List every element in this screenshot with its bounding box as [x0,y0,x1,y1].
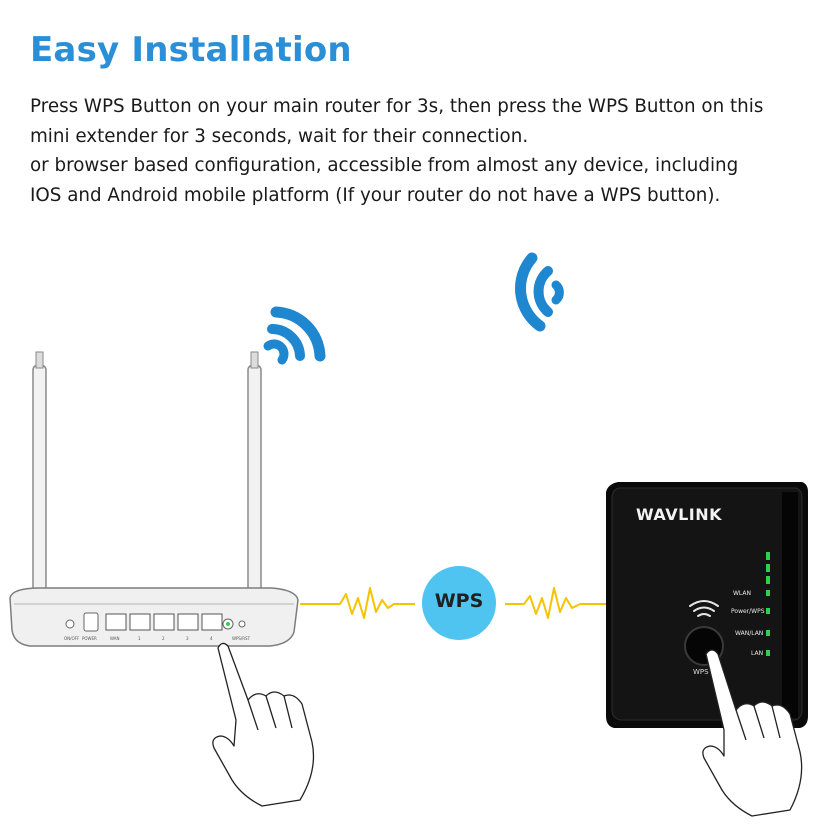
port-label-1: 1 [138,636,141,641]
led-bar-2 [766,564,770,572]
router-hand-pointer-icon [212,642,315,807]
led-bar-3 [766,576,770,584]
port-label-wan: WAN [110,636,119,641]
led-bar-1 [766,552,770,560]
router-wifi-waves-icon [263,306,326,365]
port-label-4: 4 [210,636,213,641]
description-line-1: Press WPS Button on your main router for… [30,96,764,117]
led-label-lan: LAN [751,650,764,657]
port-label-wps-rst: WPS/RST [232,636,251,641]
router-antenna-left [32,364,47,596]
port-label-2: 2 [162,636,165,641]
led-label-wlan: WLAN [733,590,752,597]
extender-hand-pointer-icon [702,649,803,817]
led-lan [766,650,770,656]
description-line-3: or browser based configuration, accessib… [30,155,739,176]
wps-badge-label: WPS [434,590,484,612]
extender-wifi-icon [689,600,719,617]
router: ON/OFF POWER WAN 1 2 3 4 WPS/RST [9,351,299,647]
port-label-3: 3 [186,636,189,641]
signal-zigzag-right-icon [505,587,612,619]
description-line-4: IOS and Android mobile platform (If your… [30,184,721,206]
extender-button-label: WPS [693,668,709,676]
led-wan-lan [766,630,770,636]
wifi-extender [606,482,808,728]
extender-wifi-waves-icon [515,252,564,332]
led-label-wan-lan: WAN/LAN [735,630,764,637]
led-wlan [766,590,770,596]
router-antenna-right [247,364,262,596]
extender-brand-logo: WAVLINK [636,505,723,524]
wps-badge [422,566,496,640]
led-power-wps [766,608,770,614]
signal-zigzag-left-icon [300,587,415,619]
description: Press WPS Button on your main router for… [30,92,830,210]
led-label-power-wps: Power/WPS [731,608,765,615]
port-label-power: POWER [82,636,97,641]
port-label-onoff: ON/OFF [64,636,80,641]
description-line-2: mini extender for 3 seconds, wait for th… [30,125,529,147]
page-title: Easy Installation [30,30,352,70]
